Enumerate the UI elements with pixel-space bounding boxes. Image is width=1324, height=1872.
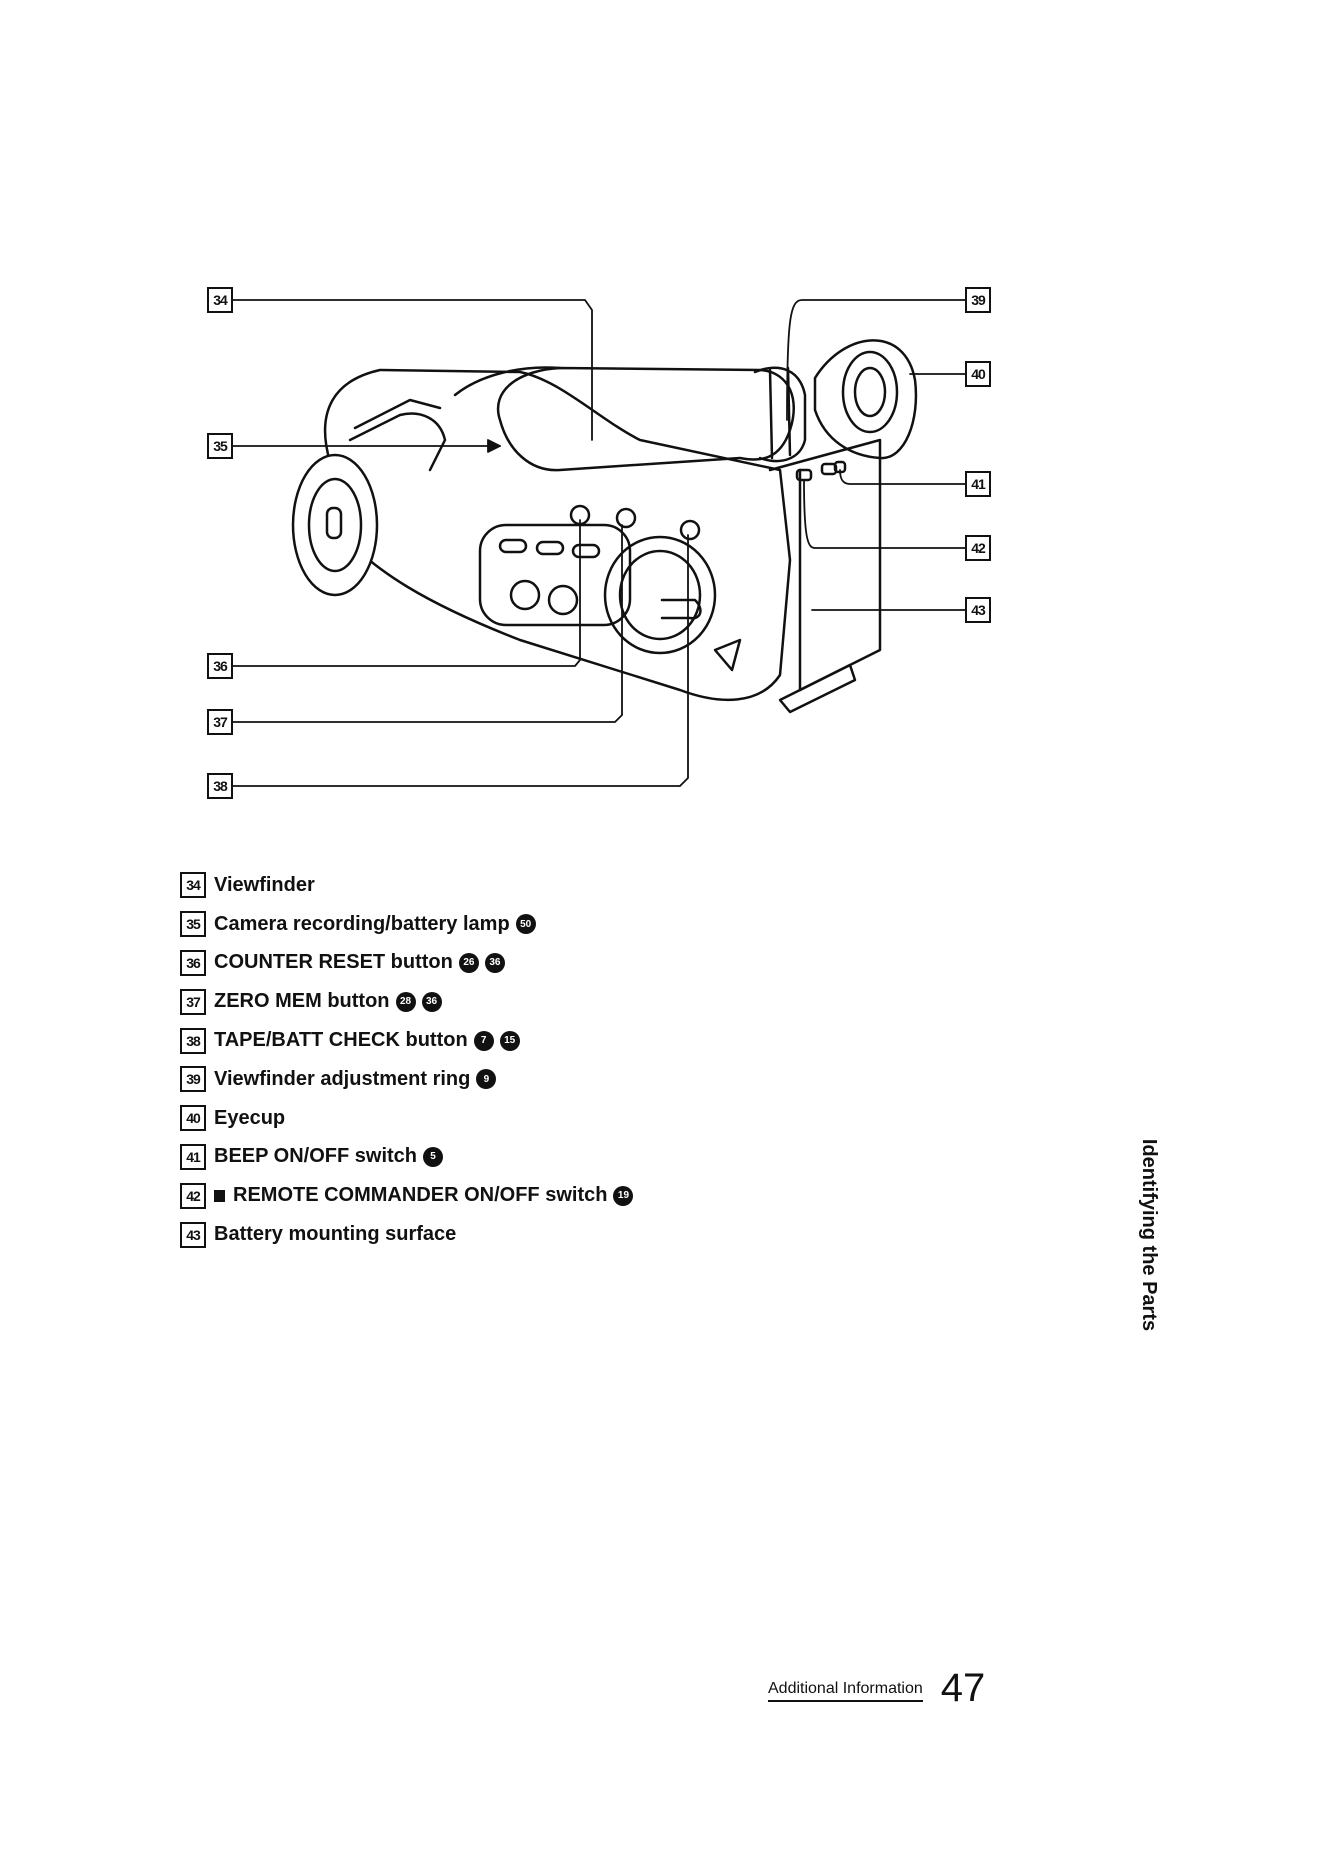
callout-38: 38	[207, 773, 233, 799]
page-number: 47	[940, 1666, 986, 1710]
part-row-tape-batt-check: 38 TAPE/BATT CHECK button 7 15	[180, 1021, 940, 1060]
square-marker-icon	[214, 1189, 225, 1202]
part-number: 34	[180, 872, 206, 899]
part-row-recording-lamp: 35 Camera recording/battery lamp 50	[180, 905, 940, 944]
side-tab-label: Identifying the Parts	[1138, 1138, 1160, 1332]
eyecup-shape	[813, 339, 918, 460]
callout-42: 42	[965, 535, 991, 561]
viewfinder-ring	[753, 366, 807, 463]
part-row-zero-mem: 37 ZERO MEM button 28 36	[180, 982, 940, 1021]
part-number: 35	[180, 911, 206, 938]
part-row-beep-switch: 41 BEEP ON/OFF switch 5	[180, 1138, 940, 1177]
part-number: 42	[180, 1182, 206, 1209]
part-number: 39	[180, 1066, 206, 1093]
page-reference: 5	[423, 1146, 443, 1167]
callout-39: 39	[965, 287, 991, 313]
part-label: Viewfinder	[214, 873, 315, 896]
part-row-battery-surface: 43 Battery mounting surface	[180, 1215, 940, 1254]
part-label: COUNTER RESET button	[214, 951, 453, 974]
page-reference: 19	[613, 1185, 634, 1206]
callout-43: 43	[965, 597, 991, 623]
parts-list: 34 Viewfinder 35 Camera recording/batter…	[180, 866, 940, 1254]
part-number: 38	[180, 1027, 206, 1054]
viewfinder-tube	[496, 366, 795, 472]
callout-41: 41	[965, 471, 991, 497]
part-number: 41	[180, 1143, 206, 1170]
callout-37: 37	[207, 709, 233, 735]
part-number: 37	[180, 988, 206, 1015]
callout-36: 36	[207, 653, 233, 679]
part-label: Battery mounting surface	[214, 1223, 457, 1246]
part-label: Eyecup	[214, 1106, 286, 1129]
page-reference: 36	[484, 952, 505, 973]
part-label: Viewfinder adjustment ring	[214, 1067, 471, 1090]
part-label: REMOTE COMMANDER ON/OFF switch	[233, 1184, 608, 1207]
page-reference: 26	[458, 952, 479, 973]
page-reference: 36	[421, 991, 442, 1012]
camcorder-diagram	[231, 299, 966, 787]
part-label: BEEP ON/OFF switch	[214, 1145, 417, 1168]
part-label: TAPE/BATT CHECK button	[214, 1029, 468, 1052]
part-number: 40	[180, 1105, 206, 1132]
part-label: Camera recording/battery lamp	[214, 912, 510, 935]
page-footer: Additional Information 47	[768, 1668, 985, 1708]
callout-35: 35	[207, 433, 233, 459]
part-row-counter-reset: 36 COUNTER RESET button 26 36	[180, 944, 940, 983]
footer-section-title: Additional Information	[768, 1680, 923, 1702]
callout-34: 34	[207, 287, 233, 313]
part-row-viewfinder: 34 Viewfinder	[180, 866, 940, 905]
part-row-eyecup: 40 Eyecup	[180, 1099, 940, 1138]
page-reference: 7	[473, 1030, 494, 1051]
page-reference: 50	[515, 914, 536, 935]
part-row-viewfinder-ring: 39 Viewfinder adjustment ring 9	[180, 1060, 940, 1099]
camcorder-body	[291, 339, 918, 714]
leader-lines	[231, 299, 966, 787]
part-label: ZERO MEM button	[214, 990, 390, 1013]
page-reference: 28	[395, 991, 416, 1012]
callout-40: 40	[965, 361, 991, 387]
part-row-remote-commander-switch: 42 REMOTE COMMANDER ON/OFF switch 19	[180, 1176, 940, 1215]
page-reference: 9	[476, 1069, 497, 1090]
part-number: 43	[180, 1221, 206, 1248]
part-number: 36	[180, 949, 206, 976]
page-reference: 15	[499, 1030, 520, 1051]
